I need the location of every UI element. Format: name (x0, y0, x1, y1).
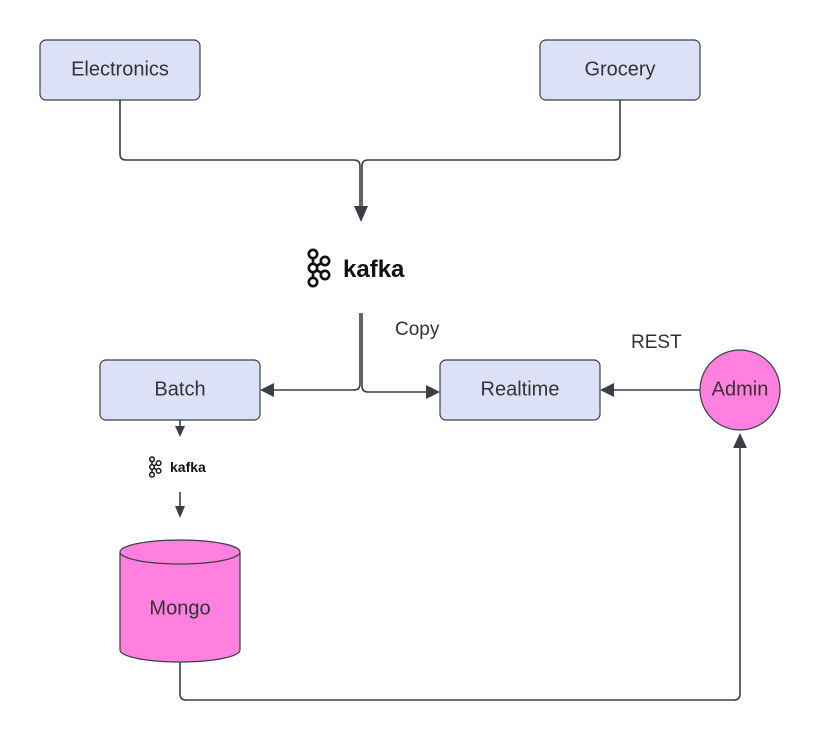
realtime-label: Realtime (481, 378, 560, 400)
kafka-small-label: kafka (170, 459, 206, 475)
edge-kafka-small-to-mongo (175, 492, 185, 518)
edge-admin-to-realtime (600, 383, 700, 397)
node-grocery[interactable]: Grocery (539, 39, 701, 101)
edge-kafka-to-realtime (361, 313, 440, 399)
node-realtime[interactable]: Realtime (439, 359, 601, 421)
edge-kafka-to-batch (260, 313, 361, 397)
edge-electronics-to-kafka (119, 100, 361, 208)
node-electronics[interactable]: Electronics (39, 39, 201, 101)
rest-label: REST (631, 332, 682, 353)
kafka-main-label: kafka (343, 256, 405, 283)
batch-label: Batch (154, 378, 205, 400)
node-admin[interactable]: Admin (699, 349, 781, 431)
kafka-main-logo[interactable]: kafka (290, 225, 424, 311)
copy-label: Copy (395, 319, 440, 340)
grocery-label: Grocery (584, 58, 655, 80)
arrow-into-kafka (354, 206, 368, 222)
node-mongo[interactable]: Mongo (119, 539, 241, 663)
edge-batch-to-kafka-small (175, 420, 185, 437)
edge-mongo-to-admin (179, 433, 747, 701)
mongo-label: Mongo (149, 597, 210, 619)
electronics-label: Electronics (71, 58, 169, 80)
kafka-small-logo[interactable]: kafka (145, 445, 217, 489)
node-batch[interactable]: Batch (99, 359, 261, 421)
admin-label: Admin (712, 378, 769, 400)
edge-grocery-to-kafka (361, 100, 621, 208)
